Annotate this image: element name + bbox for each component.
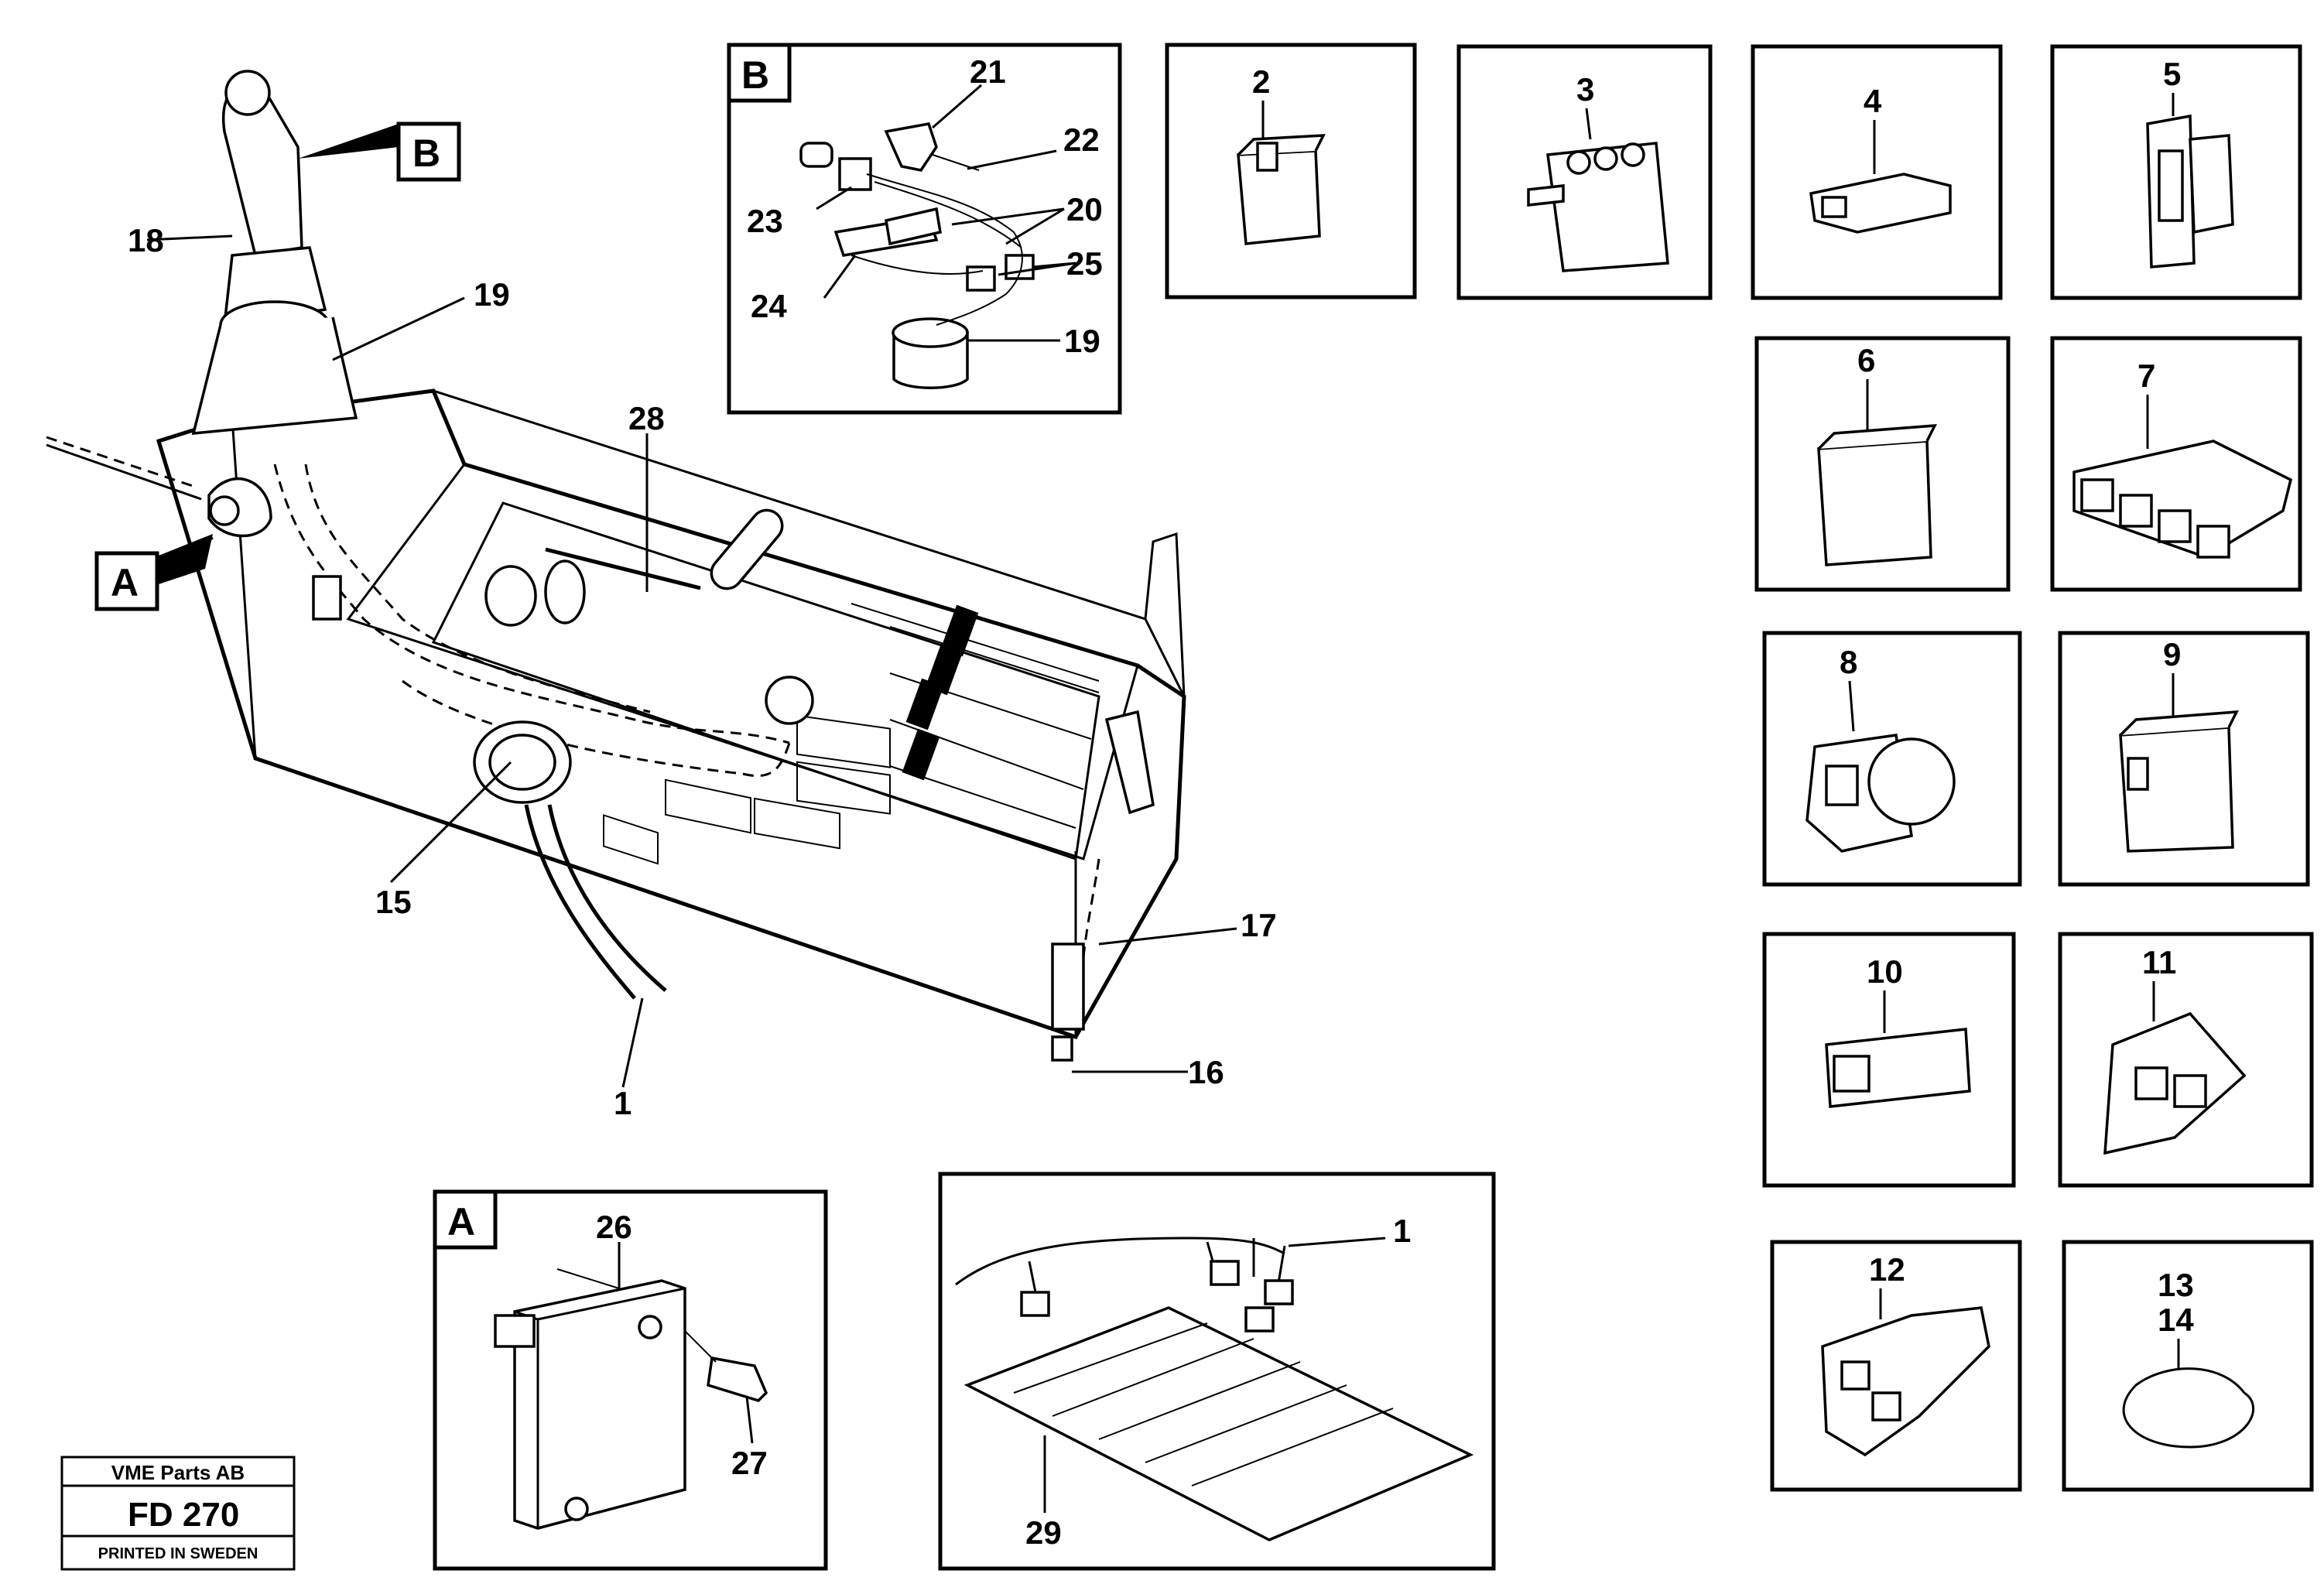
part-panel-11: 11 [2058,932,2314,1188]
callout-1-harness: 1 [1393,1213,1411,1249]
detail-b-letter: B [741,53,769,97]
callout-25: 25 [1066,245,1103,282]
detail-tag-b: B [396,121,461,182]
callout-18-joystick: 18 [128,222,164,258]
part-panel-8: 8 [1762,631,2022,887]
callout-23: 23 [747,203,783,239]
svg-text:3: 3 [1576,71,1594,108]
circuit-board-panel: 1 29 [938,1172,1496,1571]
svg-text:13: 13 [2158,1267,2194,1303]
callout-16-bottom-connector: 16 [1188,1054,1224,1090]
callout-24: 24 [751,288,787,324]
part-panel-7: 7 [2050,336,2302,592]
svg-text:12: 12 [1869,1251,1905,1288]
detail-a-panel: A 26 27 [433,1189,828,1571]
callout-29-circuit-board: 29 [1025,1514,1062,1551]
svg-text:14: 14 [2158,1302,2194,1338]
svg-text:4: 4 [1864,83,1882,119]
callout-1-cable: 1 [614,1085,631,1121]
callout-17-connector: 17 [1241,907,1277,943]
part-panel-6: 6 [1754,336,2011,592]
svg-text:7: 7 [2137,358,2155,394]
svg-text:B: B [412,132,440,175]
callout-20: 20 [1066,191,1103,228]
stamp-company: VME Parts AB [111,1461,245,1484]
detail-tag-a: A [94,551,159,611]
callout-22: 22 [1063,121,1100,158]
vme-stamp: VME Parts AB FD 270 PRINTED IN SWEDEN [60,1456,296,1571]
part-panel-2: 2 [1165,43,1417,299]
svg-text:8: 8 [1840,644,1857,680]
svg-text:11: 11 [2142,944,2176,980]
svg-text:10: 10 [1867,953,1903,990]
svg-text:A: A [111,561,139,604]
part-panel-5: 5 [2050,44,2302,300]
control-console-illustration [46,70,1186,1062]
callout-26-switch: 26 [596,1209,632,1245]
detail-a-letter: A [447,1200,475,1244]
part-panel-9: 9 [2058,631,2310,887]
detail-b-panel: B 21 22 20 23 25 24 19 [727,43,1122,415]
svg-text:6: 6 [1857,342,1875,378]
callout-21: 21 [970,53,1006,90]
callout-19-harness: 19 [474,276,510,313]
part-panel-13-14: 13 14 [2062,1240,2314,1492]
svg-text:5: 5 [2163,56,2181,92]
svg-text:2: 2 [1252,63,1270,100]
svg-text:9: 9 [2163,636,2181,672]
part-panel-12: 12 [1770,1240,2022,1492]
stamp-printed: PRINTED IN SWEDEN [98,1545,258,1562]
stamp-code: FD 270 [128,1496,239,1534]
callout-27-screw: 27 [731,1445,768,1481]
part-panel-4: 4 [1751,44,2003,300]
part-panel-10: 10 [1762,932,2016,1188]
callout-15-socket: 15 [375,884,412,920]
callout-28-slider: 28 [628,400,665,436]
part-panel-3: 3 [1456,44,1713,300]
callout-19-detail-b: 19 [1064,323,1100,359]
